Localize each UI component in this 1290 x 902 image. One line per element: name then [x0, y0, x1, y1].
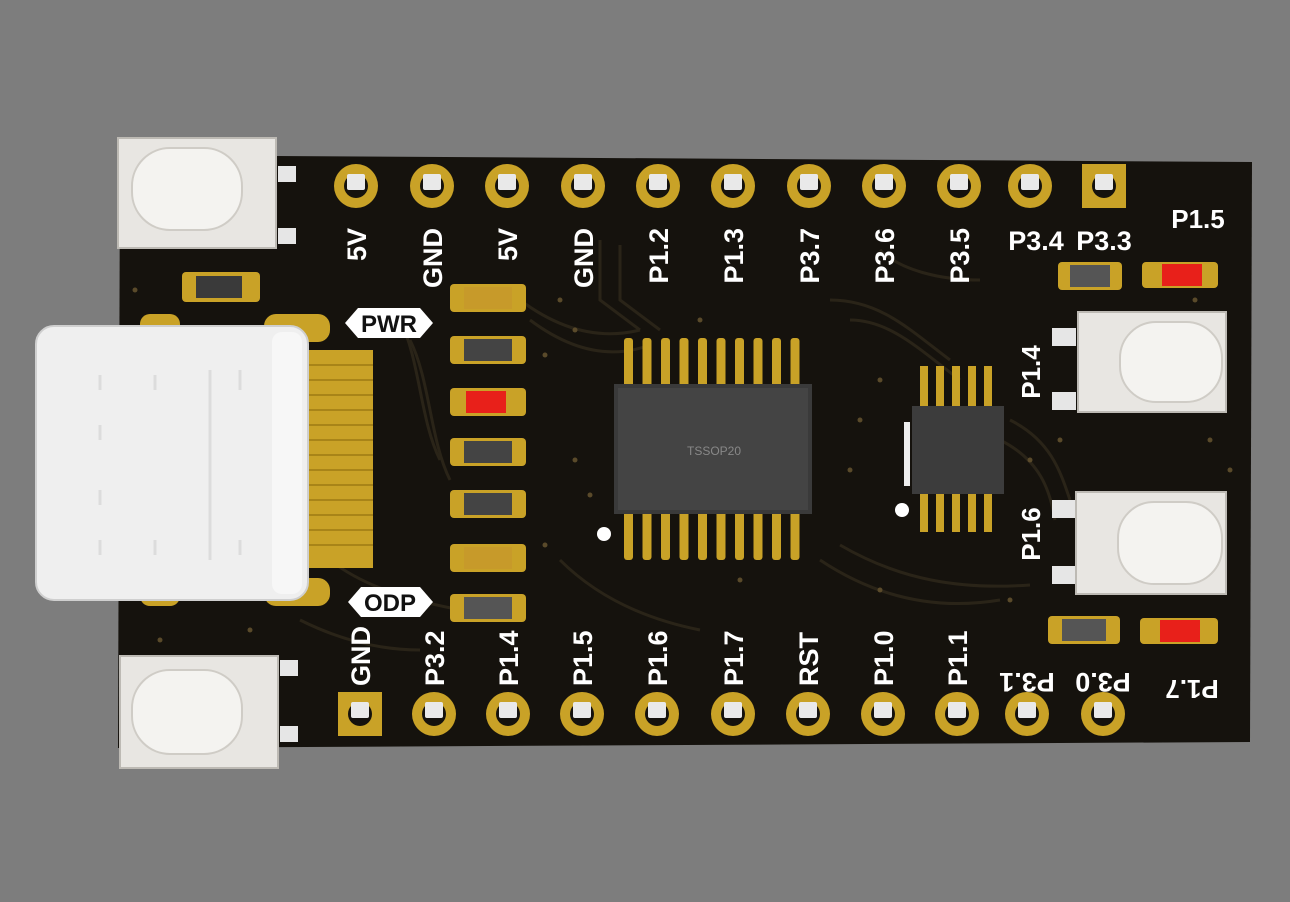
header-pad-bottom-10 — [1005, 692, 1049, 736]
led-p15 — [1142, 262, 1218, 288]
header-pad-bottom-5 — [635, 692, 679, 736]
pin-label-top-5: P1.2 — [644, 228, 674, 284]
header-pad-bottom-4 — [560, 692, 604, 736]
pin-label-bottom-2: P3.2 — [420, 630, 450, 686]
header-pad-bottom-3 — [486, 692, 530, 736]
header-pad-top-3 — [485, 164, 529, 208]
mcu-chip: TSSOP20 — [597, 338, 812, 560]
header-pad-bottom-11 — [1081, 692, 1125, 736]
header-pad-top-10 — [1008, 164, 1052, 208]
pin-label-top-8: P3.6 — [870, 228, 900, 284]
capacitor-1 — [450, 284, 526, 312]
pin-label-top-6: P1.3 — [719, 228, 749, 284]
resistor-p31 — [1048, 616, 1120, 644]
pin-label-top-1: 5V — [342, 228, 372, 261]
tactile-button-right-top — [1052, 311, 1227, 413]
header-pad-top-8 — [862, 164, 906, 208]
tactile-button-right-bottom — [1052, 491, 1227, 595]
pin-label-top-11: P3.3 — [1076, 226, 1132, 256]
p15-led-label: P1.5 — [1171, 204, 1225, 234]
usb-c-connector — [35, 314, 373, 606]
pin-label-top-2: GND — [418, 228, 448, 288]
p17-led-label: P1.7 — [1165, 674, 1219, 704]
smd-column — [450, 284, 526, 622]
pin-label-bottom-10: P3.1 — [999, 667, 1055, 697]
tactile-button-top-left — [117, 137, 296, 249]
pin-label-top-4: GND — [569, 228, 599, 288]
resistor-4 — [450, 594, 526, 622]
header-pad-bottom-7 — [786, 692, 830, 736]
header-pad-top-11 — [1082, 164, 1126, 208]
led-p17 — [1140, 618, 1218, 644]
header-pad-top-9 — [937, 164, 981, 208]
header-pad-top-4 — [561, 164, 605, 208]
header-pad-bottom-1 — [338, 692, 382, 736]
pin-label-bottom-1: GND — [346, 626, 376, 686]
pin-label-bottom-11: P3.0 — [1075, 667, 1131, 697]
pin-label-bottom-3: P1.4 — [494, 630, 524, 686]
header-pad-bottom-2 — [412, 692, 456, 736]
resistor-1 — [450, 336, 526, 364]
tactile-button-bottom-left — [119, 655, 298, 769]
pin-label-bottom-9: P1.1 — [943, 630, 973, 686]
pin-label-top-10: P3.4 — [1008, 226, 1064, 256]
pin-label-bottom-6: P1.7 — [719, 630, 749, 686]
top-pin-labels: 5V GND 5V GND P1.2 P1.3 P3.7 P3.6 P3.5 P3.4 P3.3 — [342, 226, 1132, 288]
header-pad-bottom-9 — [935, 692, 979, 736]
resistor-p34 — [1058, 262, 1122, 290]
smd-resistor-top-left — [182, 272, 260, 302]
pin-label-top-3: 5V — [493, 228, 523, 261]
pwr-led — [450, 388, 526, 416]
pin-label-top-9: P3.5 — [945, 228, 975, 284]
odp-tag: ODP — [348, 587, 433, 617]
bottom-header-pads — [338, 692, 1125, 736]
pwr-tag: PWR — [345, 308, 433, 338]
header-pad-bottom-6 — [711, 692, 755, 736]
btn-bottom-label: P1.6 — [1016, 507, 1046, 561]
pin-label-bottom-4: P1.5 — [568, 630, 598, 686]
capacitor-2 — [450, 544, 526, 572]
chip-marking: TSSOP20 — [687, 444, 741, 458]
header-pad-bottom-8 — [861, 692, 905, 736]
btn-top-label: P1.4 — [1016, 345, 1046, 399]
header-pad-top-6 — [711, 164, 755, 208]
resistor-3 — [450, 490, 526, 518]
header-pad-top-1 — [334, 164, 378, 208]
small-chip — [895, 366, 1004, 532]
pin-label-bottom-7: RST — [794, 631, 824, 686]
header-pad-top-2 — [410, 164, 454, 208]
header-pad-top-7 — [787, 164, 831, 208]
pin-label-top-7: P3.7 — [795, 228, 825, 284]
pwr-label: PWR — [361, 311, 417, 338]
pin1-marker — [597, 527, 611, 541]
resistor-2 — [450, 438, 526, 466]
pin-label-bottom-8: P1.0 — [869, 630, 899, 686]
odp-label: ODP — [364, 590, 416, 617]
header-pad-top-5 — [636, 164, 680, 208]
pin-label-bottom-5: P1.6 — [643, 630, 673, 686]
top-header-pads — [334, 164, 1126, 208]
vias — [132, 287, 1233, 643]
